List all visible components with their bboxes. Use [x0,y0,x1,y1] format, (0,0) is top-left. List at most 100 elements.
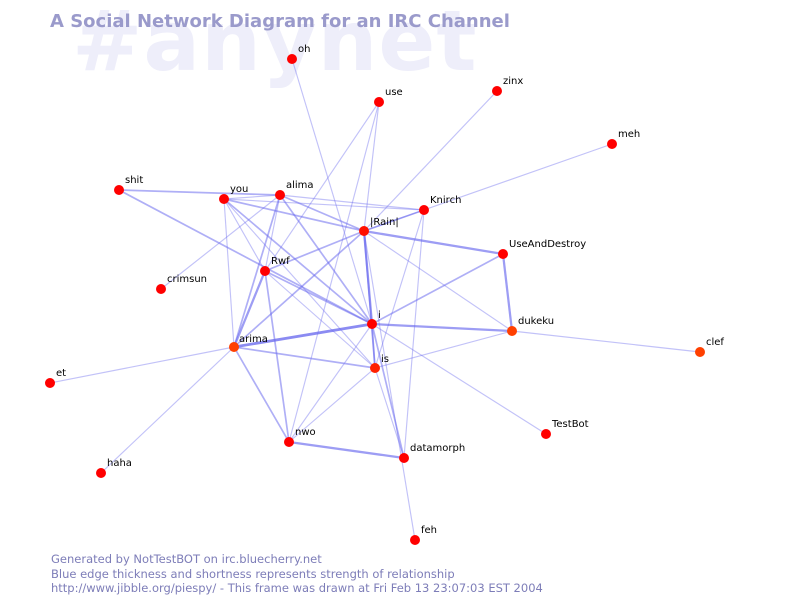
node-crimsun: crimsun [156,274,207,294]
edge-alima-arima [233,194,281,348]
edge-shit-alima [118,189,281,196]
node-use: use [374,87,403,107]
diagram-title: A Social Network Diagram for an IRC Chan… [50,11,510,32]
node-meh: meh [607,129,640,149]
node-you: you [219,184,248,204]
edge-crimsun-alima [160,194,281,290]
node-label: arima [239,334,268,345]
edge-Rain-Rwf [264,230,365,272]
edge-you-Knirch [223,198,425,211]
edge-Rain-feh [363,230,416,541]
node-dot [695,347,705,357]
edge-UseAndDestroy-i [371,253,504,325]
node-UseAndDestroy: UseAndDestroy [498,239,586,259]
node-et: et [45,368,66,388]
edge-Knirch-datamorph [403,209,425,459]
node-label: you [230,184,248,195]
edge-is-nwo [288,367,376,443]
edge-use-Rain [363,101,380,232]
node-dot [399,453,409,463]
node-label: meh [618,129,640,140]
edge-is-datamorph [374,367,405,459]
node-label: feh [421,525,437,536]
node-shit: shit [114,175,143,195]
node-dot [96,468,106,478]
node-label: clef [706,337,724,348]
node-dot [492,86,502,96]
edge-alima-Rain [279,194,365,232]
channel-watermark: #anynet [72,0,478,90]
edge-arima-haha [100,346,235,474]
edge-i-TestBot [371,323,547,435]
node-label: |Rain| [370,217,399,228]
node-label: shit [125,175,143,186]
node-dot [114,185,124,195]
node-alima: alima [275,180,314,200]
node-zinx: zinx [492,76,523,96]
edge-Knirch-is [374,209,425,369]
edge-Rwf-i [264,270,373,325]
edge-alima-i [279,194,373,325]
node-dot [507,326,517,336]
node-nwo: nwo [284,427,316,447]
edge-you-i [223,198,373,325]
edge-nwo-datamorph [288,440,405,460]
node-dot [410,535,420,545]
node-label: is [381,354,389,365]
node-dot [287,54,297,64]
footer-generated-by: Generated by NotTestBOT on irc.bluecherr… [51,552,322,566]
node-dot [229,342,239,352]
node-dot [359,226,369,236]
node-dot [284,437,294,447]
edge-i-is [371,323,376,369]
node-label: dukeku [518,316,554,327]
node-label: et [56,368,66,379]
node-label: haha [107,458,132,469]
node-label: zinx [503,76,523,87]
edge-oh-i [291,58,373,325]
edge-dukeku-is [374,330,513,369]
node-label: TestBot [551,419,589,430]
node-i: i [367,310,381,329]
node-Knirch: Knirch [419,195,461,215]
node-dot [374,97,384,107]
node-label: crimsun [167,274,207,285]
node-feh: feh [410,525,437,545]
node-dot [156,284,166,294]
edge-shit-i [118,189,373,325]
node-dot [367,319,377,329]
edge-zinx-Rain [363,90,498,232]
node-label: Rwf [271,256,290,267]
edge-alima-Knirch [279,194,425,211]
node-label: i [378,310,381,321]
edge-Rwf-arima [232,270,267,348]
footer-legend-note: Blue edge thickness and shortness repres… [51,566,455,581]
node-is: is [370,354,389,373]
edge-i-dukeku [371,322,513,333]
node-label: alima [286,180,314,191]
node-oh: oh [287,44,310,64]
edge-i-nwo [288,323,373,443]
node-label: Knirch [430,195,461,206]
node-haha: haha [96,458,132,478]
edge-you-arima [223,198,235,348]
edge-dukeku-clef [511,330,701,353]
node-label: oh [298,44,310,55]
edge-you-Rwf [223,198,266,272]
node-dot [541,429,551,439]
node-datamorph: datamorph [399,443,465,463]
edge-arima-et [49,346,235,384]
node-dot [370,363,380,373]
node-dot [607,139,617,149]
node-Rwf: Rwf [260,256,290,276]
edge-use-Rwf [264,101,380,272]
node-label: use [385,87,403,98]
node-dot [498,249,508,259]
footer-url-timestamp: http://www.jibble.org/piespy/ - This fra… [51,581,543,595]
node-arima: arima [229,334,268,352]
node-TestBot: TestBot [541,419,589,439]
edge-Rain-arima [233,230,365,348]
